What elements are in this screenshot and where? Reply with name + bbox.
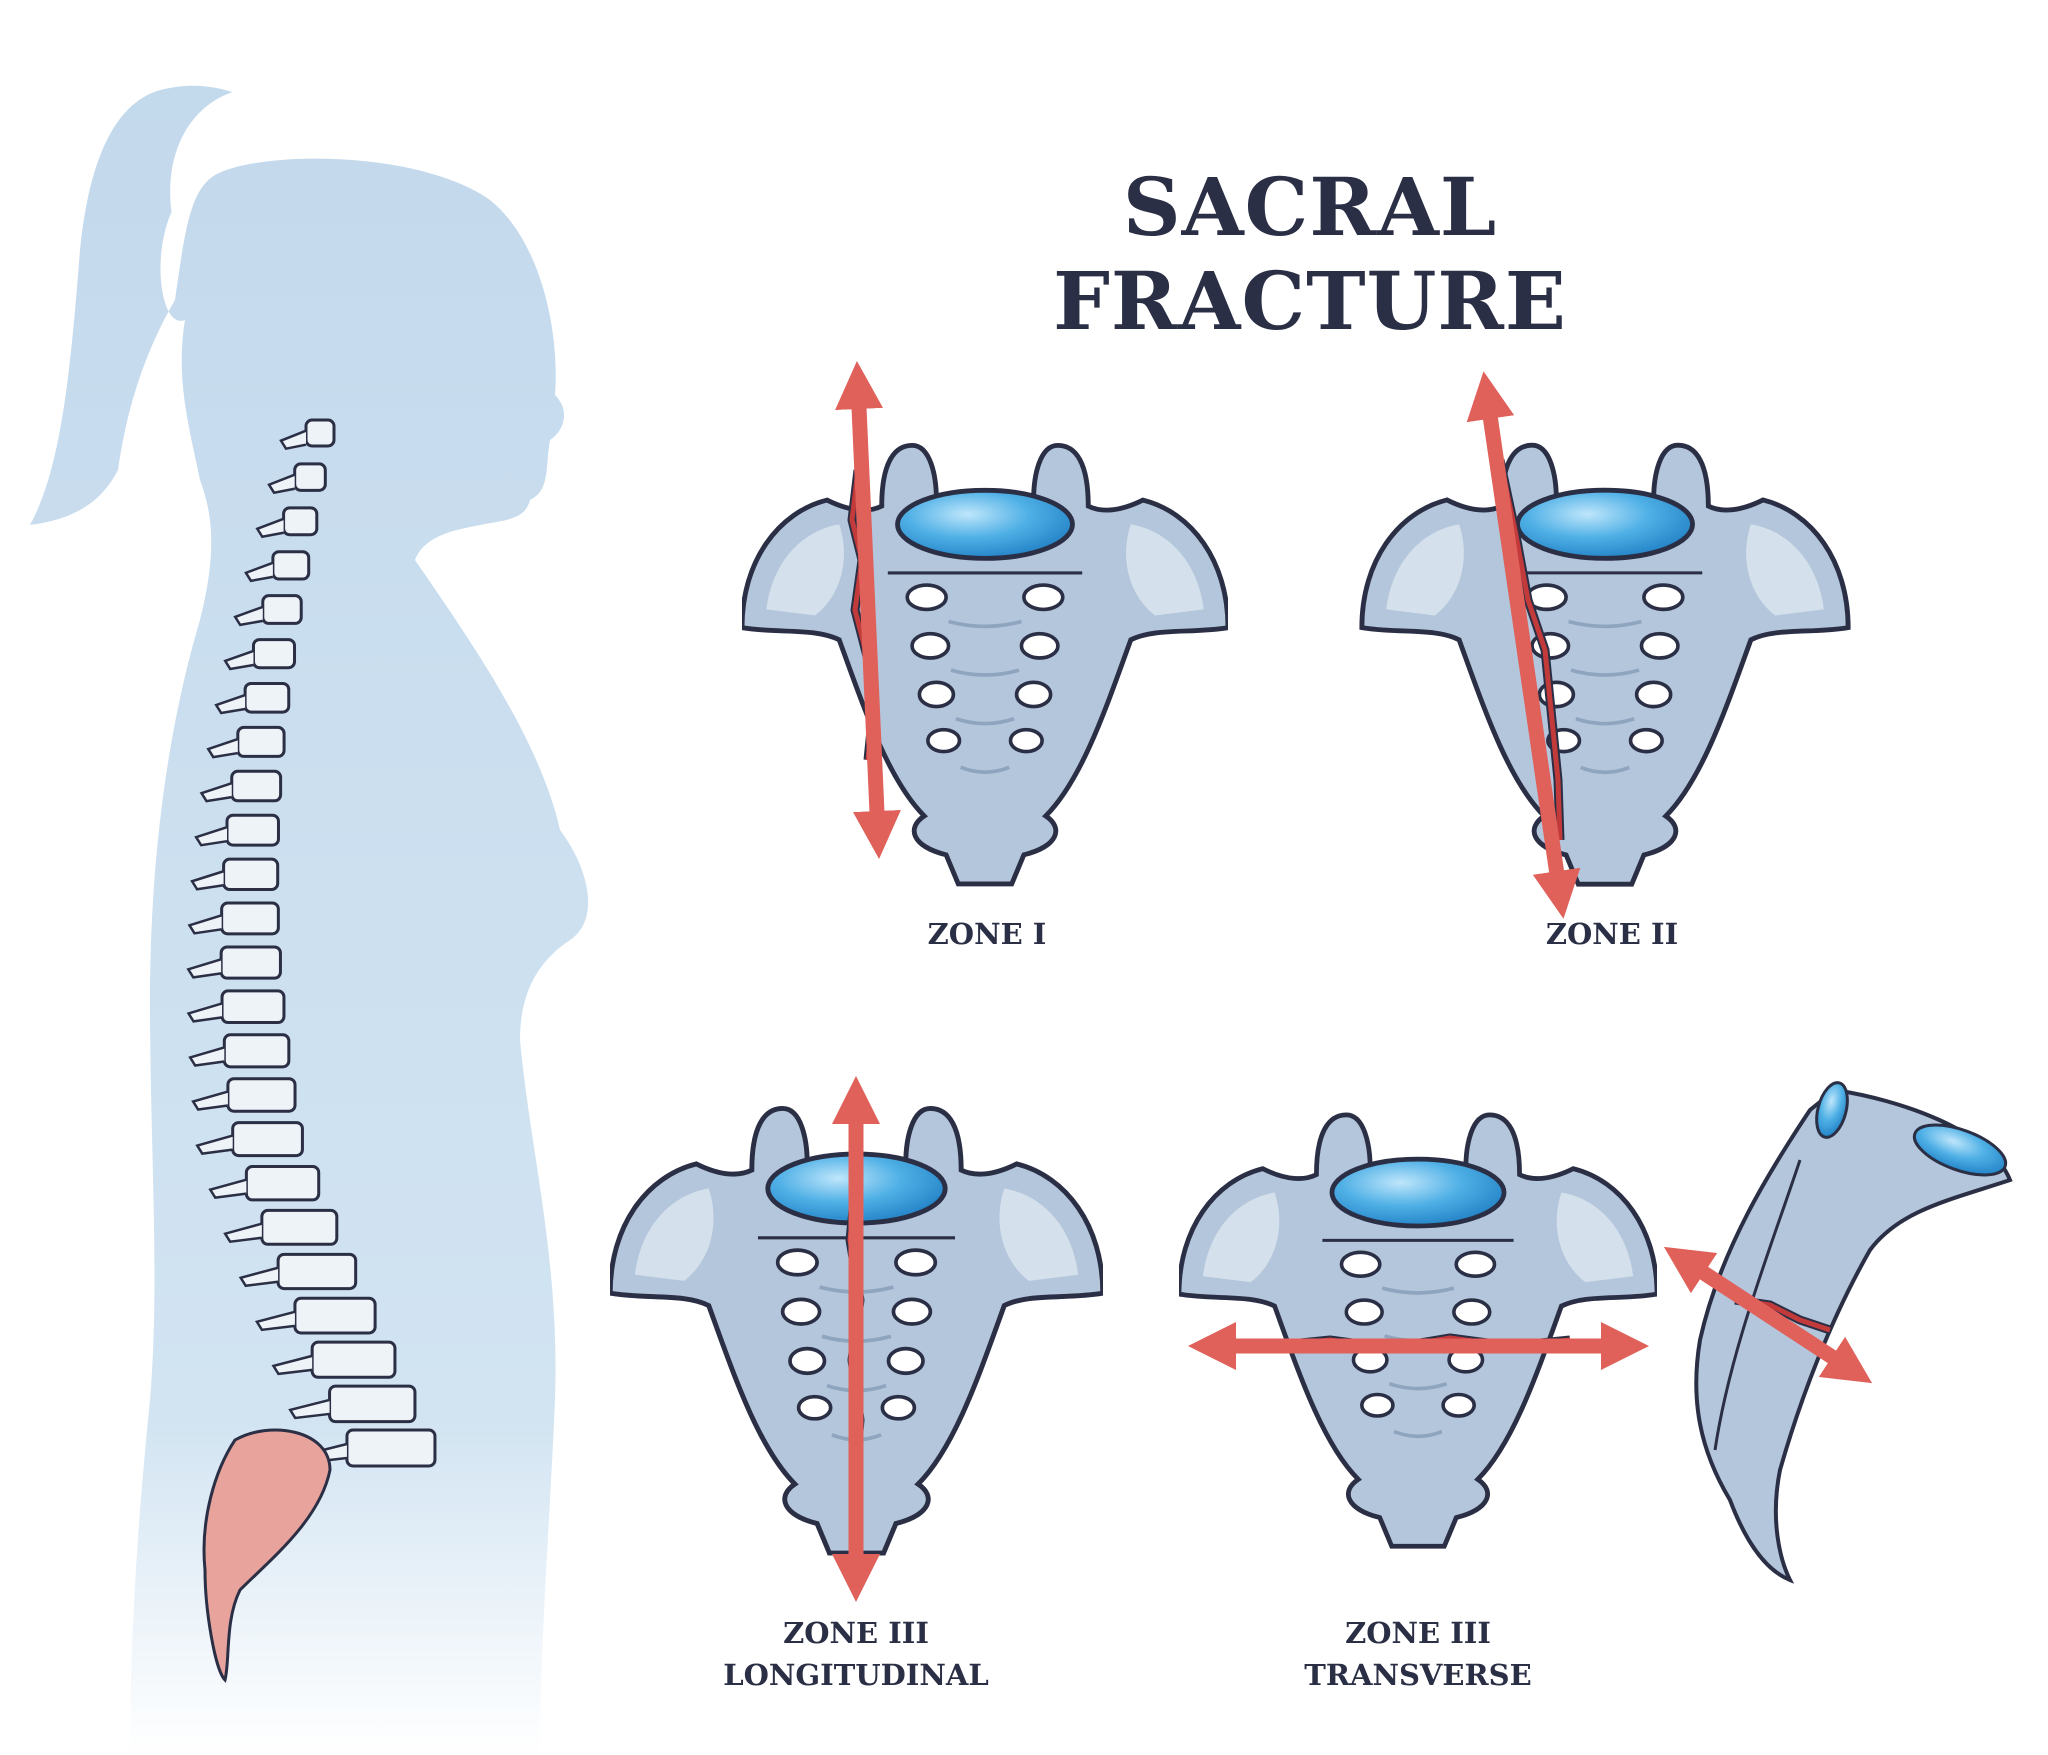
zone-3t-label-line1: ZONE III — [1345, 1616, 1491, 1650]
vertebra-process — [223, 649, 254, 671]
zone-3-longitudinal-label: ZONE III LONGITUDINAL — [656, 1612, 1056, 1696]
vertebra-process — [191, 1090, 229, 1111]
sacrum-zone-2 — [1362, 445, 1848, 884]
vertebra — [304, 418, 336, 448]
arrow-zone-1 — [835, 361, 901, 859]
vertebra-process — [271, 1354, 313, 1376]
vertebra-process — [267, 473, 296, 495]
spine — [186, 418, 437, 1468]
vertebra-process — [194, 825, 228, 847]
zone-3-label-line2: LONGITUDINAL — [723, 1658, 989, 1692]
vertebra — [293, 462, 327, 492]
vertebra-process — [187, 914, 223, 935]
vertebra-process — [214, 693, 246, 715]
zone-2-label: ZONE II — [1412, 913, 1812, 955]
sacrum-lateral-view — [1694, 1081, 2013, 1584]
ponytail-highlight — [170, 90, 242, 232]
vertebra — [251, 638, 297, 670]
vertebra-process — [195, 1134, 234, 1155]
vertebra — [276, 1252, 358, 1291]
arrow-lateral — [1663, 1246, 1873, 1384]
vertebra — [222, 857, 280, 891]
vertebra — [310, 1340, 397, 1379]
vertebra — [260, 1208, 339, 1246]
vertebra-process — [208, 1178, 247, 1199]
vertebra — [225, 813, 280, 847]
sacrum-zone-1 — [742, 445, 1228, 884]
vertebra — [271, 550, 311, 581]
arrow-zone-2 — [1466, 371, 1581, 919]
vertebra — [293, 1296, 377, 1335]
vertebra — [261, 594, 303, 625]
vertebra-process — [279, 429, 307, 451]
vertebra-process — [288, 1398, 330, 1420]
vertebra — [236, 725, 286, 758]
page-title: SACRAL FRACTURE — [1053, 160, 1567, 348]
vertebra-process — [233, 605, 264, 627]
vertebra — [244, 1165, 321, 1202]
vertebra — [328, 1384, 417, 1424]
vertebra — [219, 945, 282, 980]
vertebra — [222, 1033, 291, 1069]
zone-1-label: ZONE I — [787, 913, 1187, 955]
vertebra — [230, 769, 283, 803]
vertebra — [345, 1428, 437, 1468]
vertebra — [282, 506, 319, 537]
vertebra-process — [206, 737, 239, 759]
vertebra — [220, 989, 286, 1025]
vertebra — [226, 1077, 297, 1113]
vertebra-process — [188, 1046, 225, 1067]
vertebra — [220, 901, 280, 936]
vertebra-process — [244, 561, 274, 583]
zone-2-label-text: ZONE II — [1545, 917, 1679, 951]
woman-silhouette — [30, 85, 589, 1755]
vertebra-process — [199, 781, 233, 803]
vertebra — [231, 1121, 304, 1158]
vertebra-process — [186, 1002, 223, 1023]
zone-3-transverse-label: ZONE III TRANSVERSE — [1218, 1612, 1618, 1696]
vertebra-process — [186, 958, 222, 979]
vertebra — [243, 681, 291, 714]
vertebra-process — [190, 870, 224, 891]
vertebra-process — [255, 517, 285, 539]
vertebra-process — [254, 1310, 296, 1332]
vertebra-process — [223, 1222, 263, 1244]
zone-1-label-text: ZONE I — [927, 917, 1047, 951]
sacrum-zone-3-transverse — [1179, 1115, 1657, 1546]
sacrum-highlight — [202, 1428, 332, 1683]
zone-3t-label-line2: TRANSVERSE — [1304, 1658, 1532, 1692]
vertebra-process — [238, 1266, 279, 1288]
zone-3-label-line1: ZONE III — [783, 1616, 929, 1650]
